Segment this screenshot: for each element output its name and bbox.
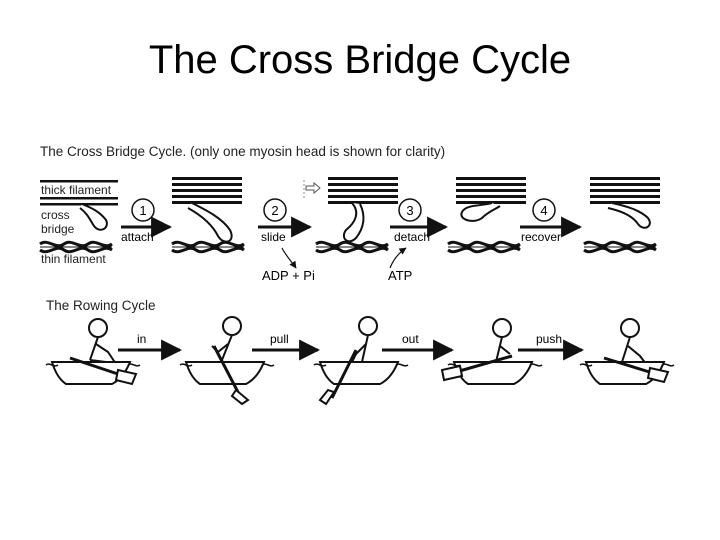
rowing-step-label: pull <box>270 332 289 346</box>
thin-filament-2 <box>314 240 390 254</box>
rowing-step-label: out <box>402 332 419 346</box>
thin-filament-4 <box>582 240 658 254</box>
atp-label: ATP <box>388 268 412 283</box>
thick-filament-1 <box>172 177 242 204</box>
figure-heading: The Cross Bridge Cycle. (only one myosin… <box>40 144 445 159</box>
step-2: 2 slide <box>258 198 313 244</box>
step-number: 1 <box>139 203 146 218</box>
rower-1 <box>45 318 141 386</box>
step-1: 1 attach <box>121 198 173 244</box>
rowing-step-in: in <box>118 332 183 361</box>
myosin-head-1 <box>187 202 233 243</box>
step-number: 2 <box>271 203 278 218</box>
myosin-head-2 <box>342 202 365 243</box>
adp-curved-arrow-icon <box>281 247 297 269</box>
rower-3 <box>313 316 409 406</box>
rowing-step-label: in <box>137 332 146 346</box>
rowing-step-push: push <box>518 332 585 361</box>
rower-2 <box>179 316 275 406</box>
rowing-heading: The Rowing Cycle <box>46 298 156 313</box>
step-number: 3 <box>406 203 413 218</box>
step-4: 4 recover <box>520 198 583 244</box>
step-number: 4 <box>540 203 547 218</box>
step-label: detach <box>394 230 430 244</box>
thick-filament-3 <box>456 177 526 204</box>
step-label: slide <box>261 230 286 244</box>
thick-filament-4 <box>590 177 660 204</box>
step-number-badge <box>131 198 155 222</box>
rowing-step-out: out <box>382 332 455 361</box>
thin-filament-3 <box>446 240 522 254</box>
thin-filament-0 <box>38 240 114 254</box>
rower-4 <box>440 318 543 385</box>
slide-title: The Cross Bridge Cycle <box>148 38 572 82</box>
step-number-badge <box>398 198 422 222</box>
rowing-step-label: push <box>536 332 562 346</box>
bridge-label: bridge <box>41 222 75 236</box>
thick-filament-0 <box>40 180 118 206</box>
myosin-head-0 <box>79 203 108 231</box>
rower-5 <box>579 318 675 385</box>
shift-arrow-icon <box>305 181 321 195</box>
step-3: 3 detach <box>390 198 449 244</box>
step-label: recover <box>521 230 561 244</box>
step-label: attach <box>121 230 154 244</box>
adp-label: ADP + Pi <box>262 268 315 283</box>
thick-filament-label: thick filament <box>41 183 112 197</box>
myosin-head-3 <box>460 202 501 222</box>
myosin-head-4 <box>607 202 651 229</box>
cross-label: cross <box>41 208 70 222</box>
thick-filament-2 <box>328 177 398 204</box>
atp-curved-arrow-icon <box>389 247 407 269</box>
step-number-badge <box>263 198 287 222</box>
thin-filament-label: thin filament <box>41 252 106 266</box>
step-number-badge <box>532 198 556 222</box>
rowing-step-pull: pull <box>252 332 321 361</box>
thin-filament-1 <box>170 240 246 254</box>
